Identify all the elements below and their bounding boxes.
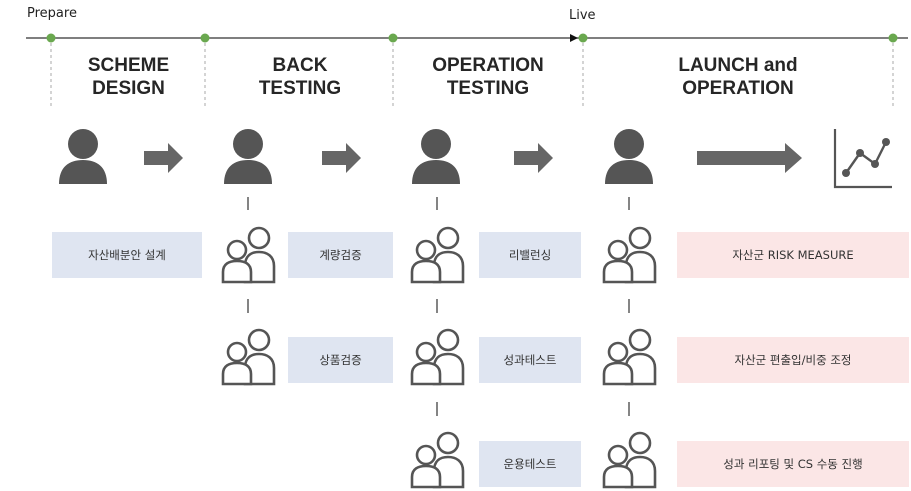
timeline-start-label: Prepare: [27, 6, 77, 21]
user-group-icon: [602, 431, 657, 489]
live-arrowhead: [570, 34, 578, 42]
user-group-icon: [410, 226, 465, 284]
timeline-dot: [578, 33, 588, 43]
task-box-scheme-1: 자산배분안 설계: [52, 232, 202, 278]
right-arrow-icon: [144, 143, 183, 173]
task-box-operation-2: 성과테스트: [479, 337, 581, 383]
timeline-dot: [46, 33, 56, 43]
timeline-dot: [888, 33, 898, 43]
phase-title-operation-testing: OPERATION TESTING: [432, 55, 544, 99]
right-arrow-icon: [322, 143, 361, 173]
person-icon: [412, 129, 460, 184]
user-group-icon: [602, 328, 657, 386]
phase-title-scheme-design: SCHEME DESIGN: [87, 55, 170, 99]
task-box-launch-2: 자산군 편출입/비중 조정: [677, 337, 909, 383]
user-group-icon: [410, 431, 465, 489]
user-group-icon: [221, 226, 276, 284]
task-box-launch-1: 자산군 RISK MEASURE: [677, 232, 909, 278]
user-group-icon: [410, 328, 465, 386]
task-box-operation-1: 리밸런싱: [479, 232, 581, 278]
person-icon: [59, 129, 107, 184]
task-box-back-1: 계량검증: [288, 232, 393, 278]
timeline-dot: [388, 33, 398, 43]
user-group-icon: [602, 226, 657, 284]
task-box-launch-3: 성과 리포팅 및 CS 수동 진행: [677, 441, 909, 487]
person-icon: [224, 129, 272, 184]
user-group-icon: [221, 328, 276, 386]
timeline-dot: [200, 33, 210, 43]
right-arrow-icon: [514, 143, 553, 173]
line-chart-icon: [833, 129, 892, 189]
task-box-operation-3: 운용테스트: [479, 441, 581, 487]
phase-title-launch-operation: LAUNCH and OPERATION: [678, 55, 798, 99]
phase-title-back-testing: BACK TESTING: [258, 55, 342, 99]
task-box-back-2: 상품검증: [288, 337, 393, 383]
timeline-live-label: Live: [569, 8, 596, 23]
right-arrow-icon: [697, 143, 802, 173]
person-icon: [605, 129, 653, 184]
